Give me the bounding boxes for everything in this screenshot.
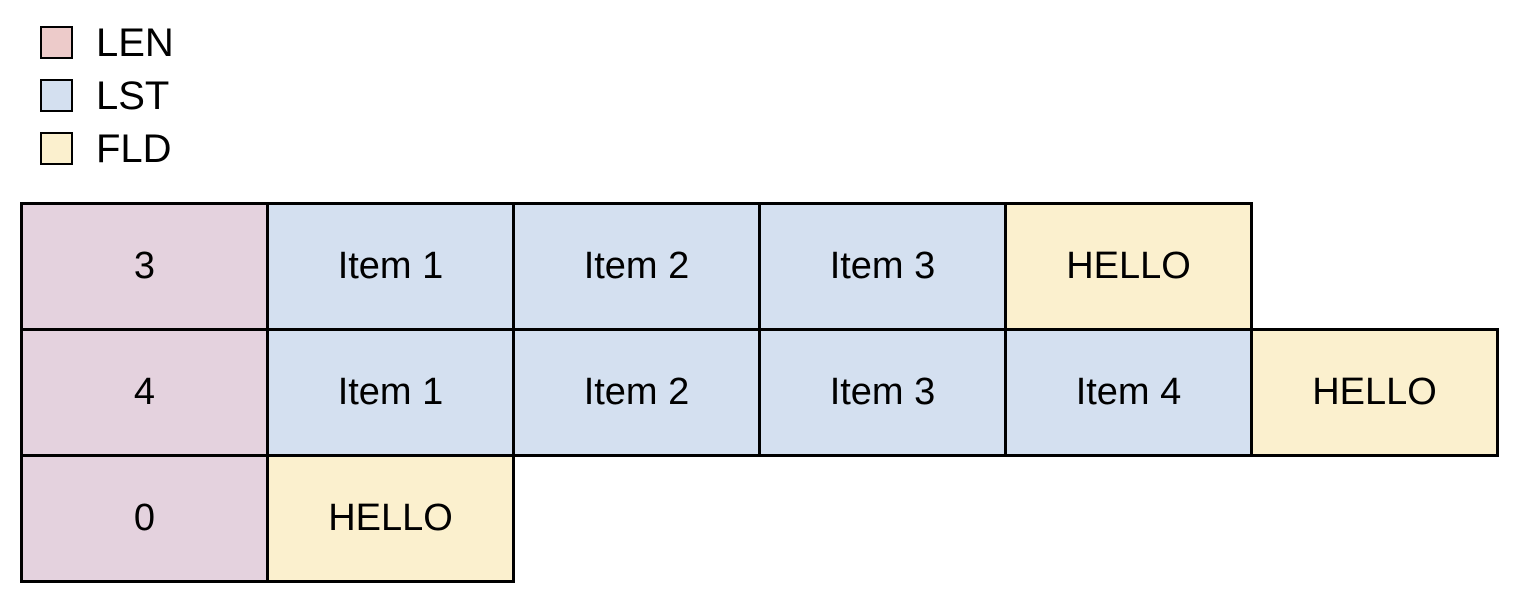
cell-lst: Item 3 [758,202,1007,331]
cell-fld: HELLO [1004,202,1253,331]
cell-lst: Item 2 [512,202,761,331]
legend-swatch-lst [40,79,73,112]
legend-label-len: LEN [96,20,174,65]
cell-len: 0 [20,454,269,583]
cell-len: 4 [20,328,269,457]
cell-fld: HELLO [1250,328,1499,457]
legend-swatch-fld [40,132,73,165]
cell-lst: Item 1 [266,202,515,331]
legend-item-len: LEN [40,20,174,65]
cell-lst: Item 2 [512,328,761,457]
cell-lst: Item 4 [1004,328,1253,457]
legend-label-lst: LST [96,73,170,118]
legend: LEN LST FLD [40,20,174,183]
cell-fld: HELLO [266,454,515,583]
cell-lst: Item 3 [758,328,1007,457]
cell-len: 3 [20,202,269,331]
legend-swatch-len [40,26,73,59]
legend-item-fld: FLD [40,126,174,171]
cell-lst: Item 1 [266,328,515,457]
legend-item-lst: LST [40,73,174,118]
legend-label-fld: FLD [96,126,172,171]
